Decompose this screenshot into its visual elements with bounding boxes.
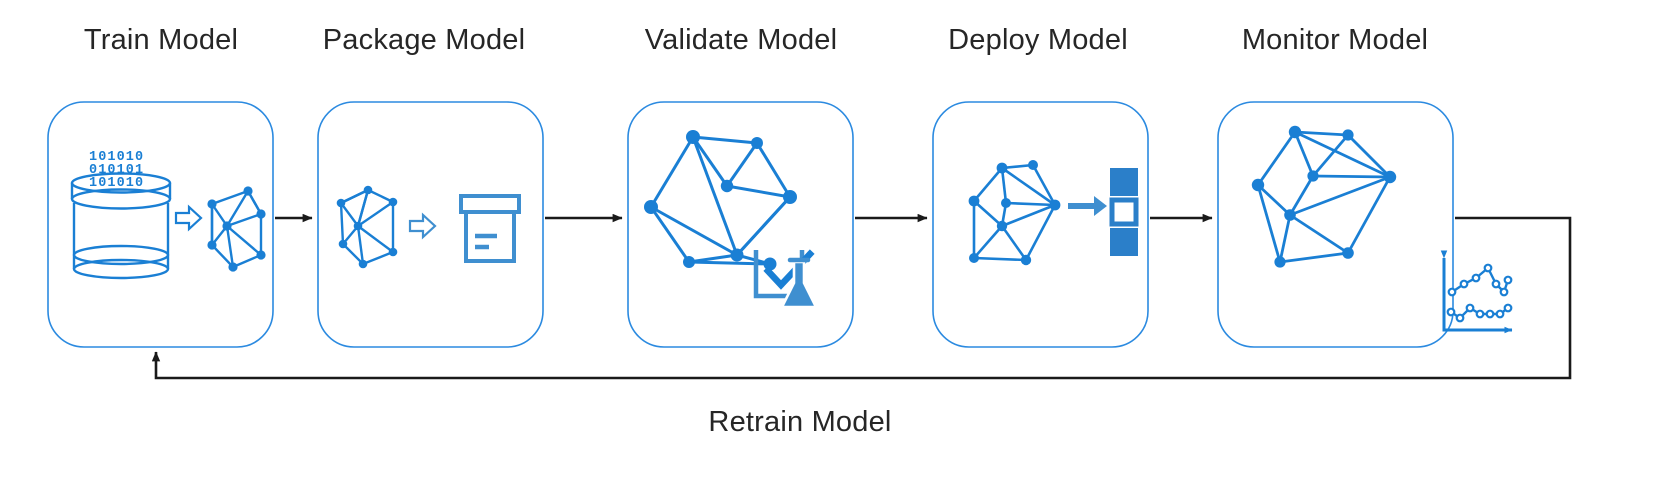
flask-icon — [779, 257, 819, 309]
stage-title-monitor: Monitor Model — [1241, 24, 1429, 56]
network-graph-monitor — [1251, 125, 1397, 268]
stage-hit-train[interactable] — [48, 102, 273, 347]
network-graph-package — [336, 185, 398, 269]
retrain-loop-path — [151, 216, 1572, 380]
svg-text:101010: 101010 — [89, 176, 144, 191]
stage-hit-monitor[interactable] — [1218, 102, 1453, 347]
network-nodes — [336, 185, 398, 269]
network-graph-deploy — [968, 160, 1061, 266]
network-nodes — [1251, 125, 1397, 268]
network-graph-train — [207, 186, 266, 272]
network-nodes — [207, 186, 266, 272]
stage-title-package: Package Model — [322, 24, 526, 56]
line-chart-points-upper — [1447, 263, 1513, 297]
stage-hit-validate[interactable] — [628, 102, 853, 347]
network-checkmark-flask-icon — [644, 130, 819, 309]
network-graph-validate — [644, 130, 797, 271]
package-box-icon — [459, 194, 521, 263]
svg-text:101010: 101010 — [89, 150, 144, 165]
retrain-loop-label: Retrain Model — [708, 406, 892, 438]
line-chart-series-upper — [1451, 266, 1510, 295]
stage-title-deploy: Deploy Model — [948, 24, 1128, 56]
stage-card-package[interactable] — [317, 101, 544, 348]
stage-title-validate: Validate Model — [644, 24, 838, 56]
network-nodes — [644, 130, 797, 271]
network-to-box-icon — [336, 185, 521, 269]
database-cylinder — [70, 172, 172, 280]
stage-card-deploy[interactable] — [932, 101, 1149, 348]
stage-card-monitor[interactable] — [1217, 101, 1454, 348]
transfer-arrow-icon — [408, 212, 437, 240]
network-nodes — [968, 160, 1061, 266]
database-to-network-icon: 101010 010101 101010 — [70, 150, 266, 280]
server-blocks-icon — [1109, 168, 1139, 256]
transfer-arrow-icon — [174, 204, 203, 232]
stage-hit-deploy[interactable] — [933, 102, 1148, 347]
line-chart-axes — [1440, 250, 1513, 334]
stage-hit-package[interactable] — [318, 102, 543, 347]
stage-card-train[interactable] — [47, 101, 274, 348]
network-line-chart-icon — [1251, 125, 1513, 334]
line-chart-points-lower — [1446, 303, 1513, 323]
deploy-arrow-icon — [1068, 196, 1107, 216]
stage-title-train: Train Model — [83, 24, 239, 56]
network-to-servers-icon — [968, 160, 1139, 266]
